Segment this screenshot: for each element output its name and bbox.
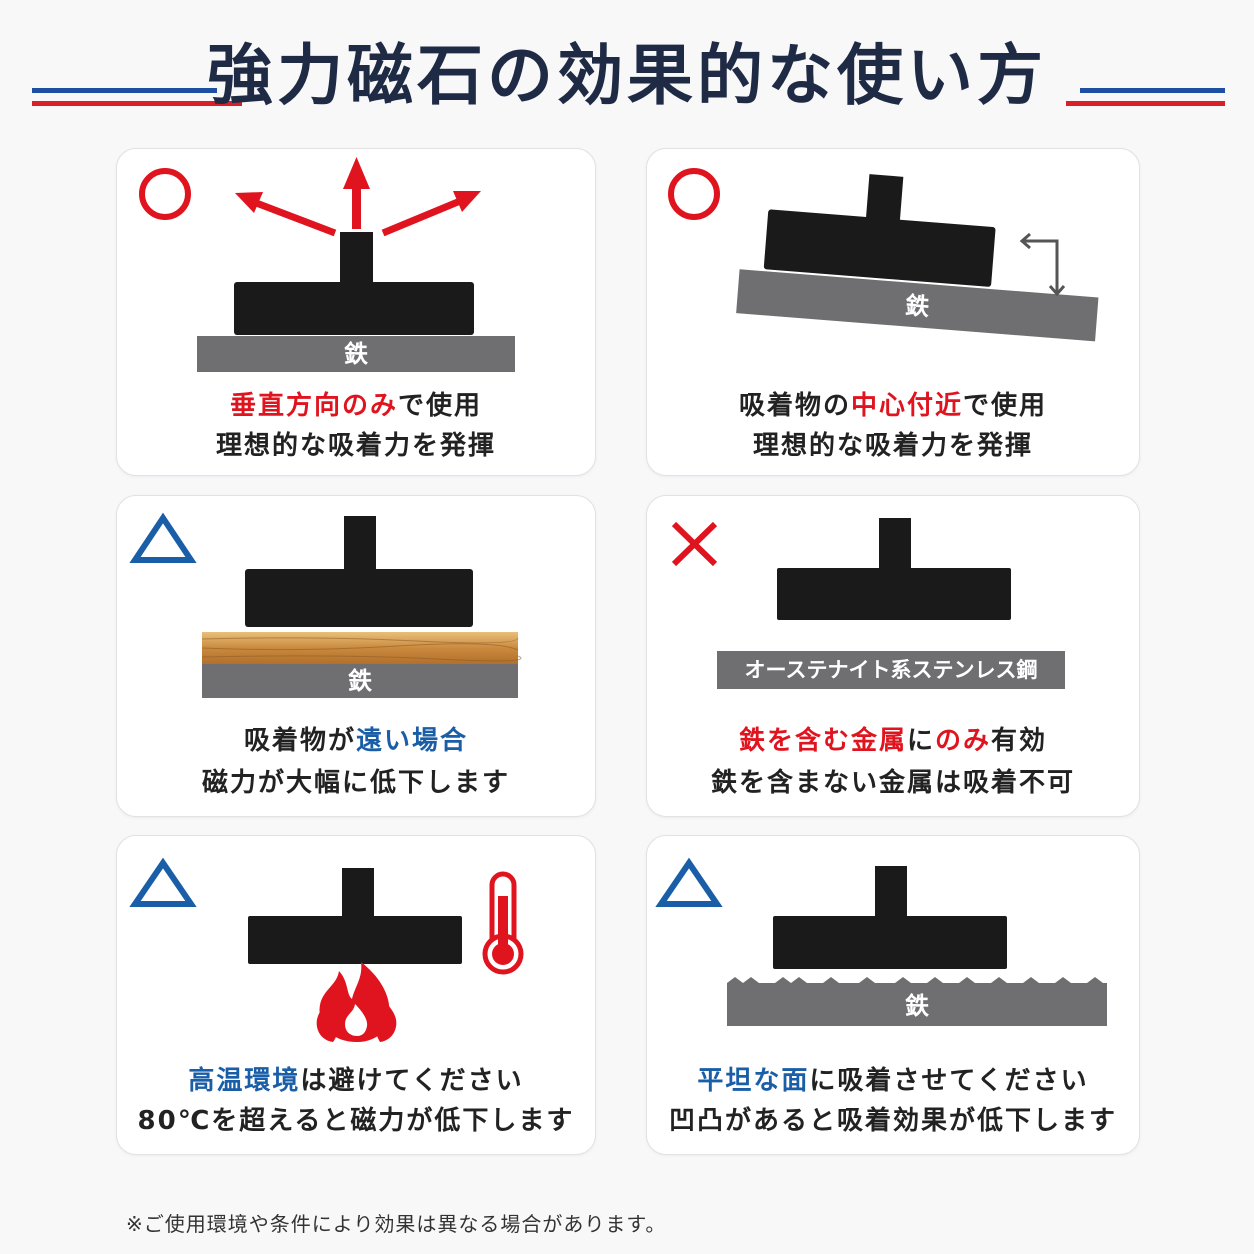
caption-text: 凹凸があると吸着効果が低下します [668,1106,1117,1136]
card-vertical-direction: 鉄 垂直方向のみで使用 理想的な吸着力を発揮 [116,148,596,476]
illustration-flat [655,857,1107,1026]
iron-plate [202,664,518,698]
iron-plate-label: 鉄 [905,992,929,1020]
caption-blue-text: 高温環境 [188,1066,301,1096]
title-rule-left-red [32,101,242,106]
card-material: オーステナイト系ステンレス鋼 鉄を含む金属にのみ有効 鉄を含まない金属は吸着不可 [646,495,1140,817]
caption-text: 80℃を超えると磁力が低下します [137,1106,575,1136]
caption-text: 理想的な吸着力を発揮 [215,431,496,461]
caption-line-1: 鉄を含む金属にのみ有効 [647,720,1139,762]
circle-ok-icon [139,168,191,220]
caption-line-1: 吸着物が遠い場合 [117,720,595,762]
magnet-icon [248,868,462,964]
wood-grain [201,637,522,662]
caption-line-1: 垂直方向のみで使用 [117,385,595,427]
header: 強力磁石の効果的な使い方 [0,0,1254,140]
iron-plate-label: 鉄 [348,667,372,695]
offset-arrow-icon [1019,232,1066,297]
caption-blue-text: 平坦な面 [697,1066,810,1096]
circle-ok-icon [668,168,720,220]
page-title: 強力磁石の効果的な使い方 [207,36,1047,114]
arrows-icon [235,157,481,237]
illustration-distance [129,512,522,698]
title-rule-right-red [1066,101,1225,106]
illustration-heat [129,857,524,1042]
card-heat: 高温環境は避けてください 80℃を超えると磁力が低下します [116,835,596,1155]
card-flat-surface: 鉄 平坦な面に吸着させてください 凹凸があると吸着効果が低下します [646,835,1140,1155]
iron-plate [197,336,515,372]
caption-line-1: 高温環境は避けてください [117,1060,595,1102]
caption-text: で使用 [398,391,483,421]
caption-line-1: 平坦な面に吸着させてください [647,1060,1139,1102]
caption-line-2: 理想的な吸着力を発揮 [117,425,595,467]
caption-text: 吸着物が [243,726,356,756]
caption-text: 鉄を含まない金属は吸着不可 [710,768,1075,798]
caption-line-2: 凹凸があると吸着効果が低下します [647,1100,1139,1142]
magnet-icon [234,232,474,335]
magnet-icon [777,518,1011,620]
title-rule-right-blue [1080,88,1225,93]
caption-text: 理想的な吸着力を発揮 [752,431,1033,461]
caption-blue-text: 遠い場合 [356,726,469,756]
caption-line-2: 磁力が大幅に低下します [117,762,595,804]
stainless-plate [717,651,1065,689]
triangle-warning-icon [129,512,197,563]
iron-plate-label: 鉄 [344,340,368,368]
iron-plate-label: 鉄 [904,291,930,321]
caption-line-2: 鉄を含まない金属は吸着不可 [647,762,1139,804]
cross-ng-icon [671,521,718,567]
caption-text: に [906,726,935,756]
caption-line-1: 吸着物の中心付近で使用 [647,385,1139,427]
caption-red-text: のみ [935,726,992,756]
caption-text: 磁力が大幅に低下します [201,768,510,798]
flame-icon [316,962,397,1042]
illustration-center: 鉄 [668,168,1099,342]
uneven-iron-plate [727,977,1107,1026]
card-center-position: 鉄 吸着物の中心付近で使用 理想的な吸着力を発揮 [646,148,1140,476]
magnet-icon [763,174,996,287]
caption-text: で使用 [963,391,1048,421]
tilted-assembly: 鉄 [736,174,1099,342]
illustration-material [671,518,1065,689]
caption-text: に吸着させてください [809,1066,1089,1096]
stainless-plate-label: オーステナイト系ステンレス鋼 [744,658,1038,682]
caption-red-text: 中心付近 [850,391,963,421]
caption-red-text: 鉄を含む金属 [738,726,907,756]
magnet-icon [773,866,1007,969]
caption-red-text: 垂直方向のみ [229,391,398,421]
caption-line-2: 理想的な吸着力を発揮 [647,425,1139,467]
magnet-icon [245,516,473,627]
triangle-warning-icon [129,857,197,907]
title-rule-left-blue [32,88,217,93]
illustration-vertical [139,157,515,372]
triangle-warning-icon [655,857,723,907]
thermometer-icon [482,871,524,975]
caption-text: は避けてください [300,1066,524,1096]
caption-text: 有効 [991,726,1048,756]
card-distance: 鉄 吸着物が遠い場合 磁力が大幅に低下します [116,495,596,817]
caption-line-2: 80℃を超えると磁力が低下します [117,1100,595,1142]
caption-text: 吸着物の [738,391,851,421]
iron-plate [736,269,1099,342]
footnote: ※ご使用環境や条件により効果は異なる場合があります。 [126,1212,667,1236]
